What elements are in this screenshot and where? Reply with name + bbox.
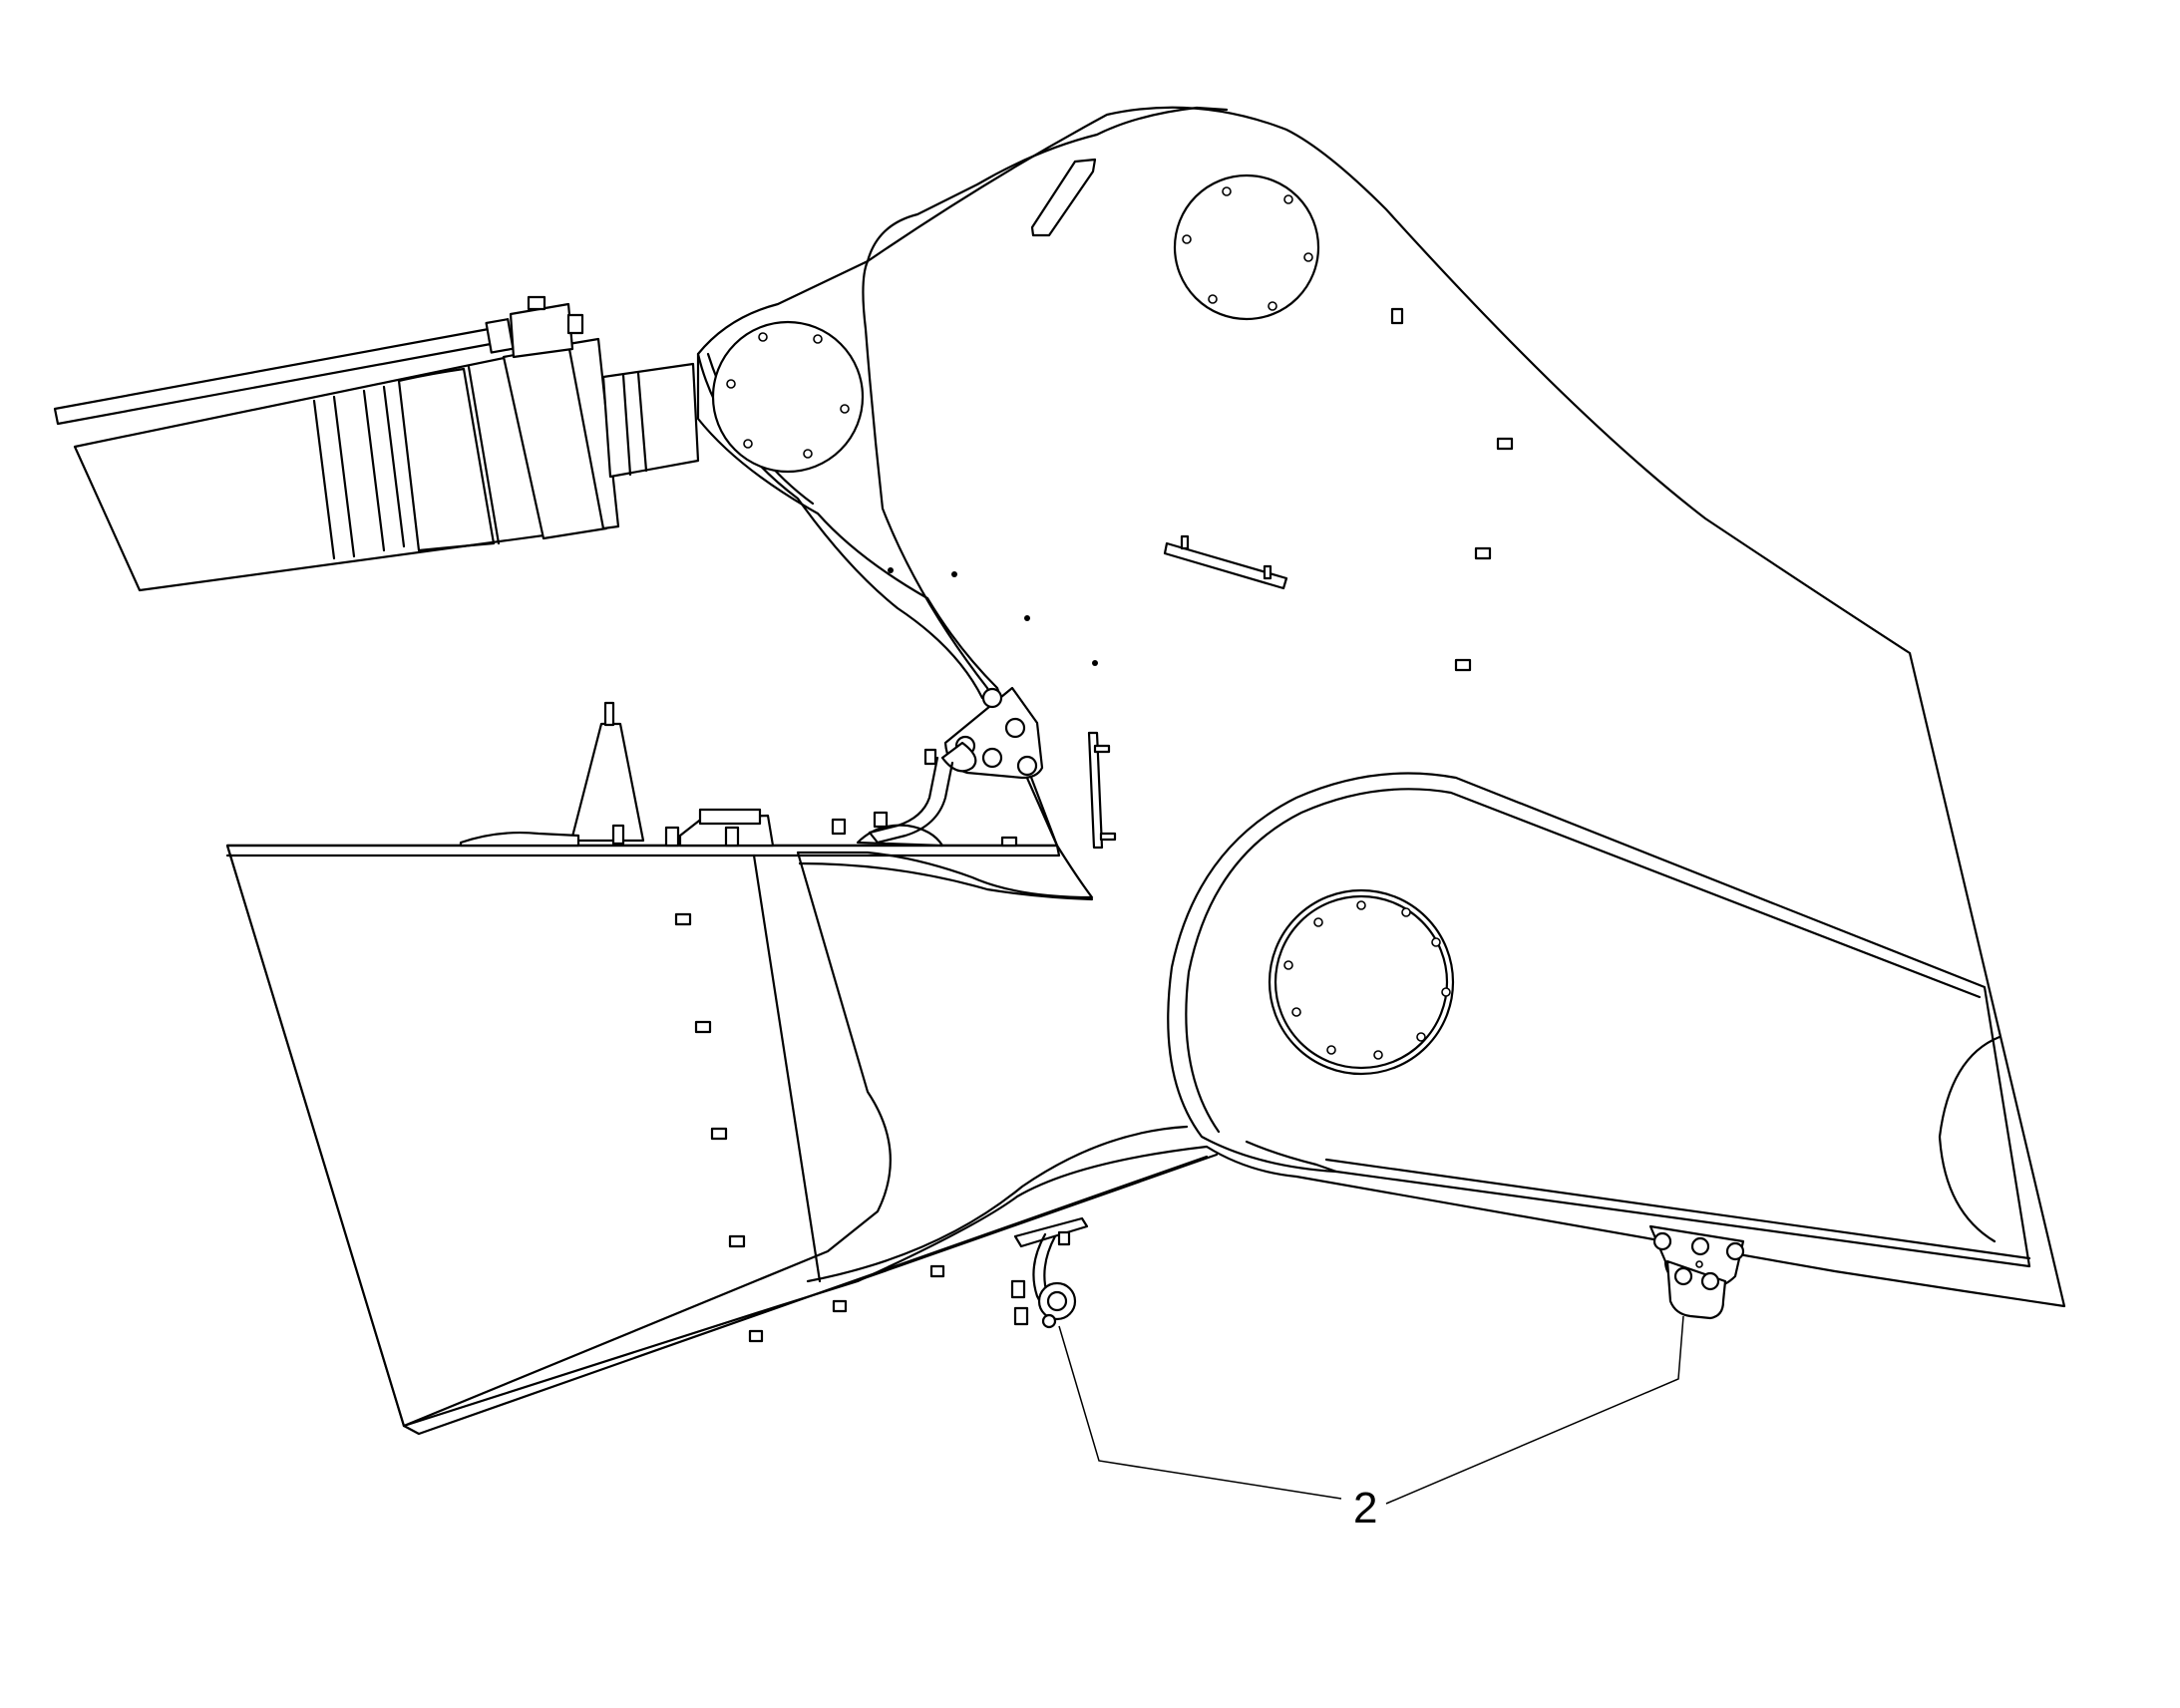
hydraulic-cylinder <box>53 295 700 592</box>
lower-frame <box>225 701 1219 1436</box>
frame-fasteners <box>674 912 945 1343</box>
cover-plate-lower <box>1268 888 1455 1076</box>
lower-pivot-housing <box>1167 772 2031 1268</box>
cover-plate-upper <box>1173 173 1320 321</box>
callout-label: 2 <box>1353 1484 1377 1533</box>
mounting-bracket-upper <box>868 686 1044 845</box>
mounting-bracket-lower-right <box>1648 1224 1745 1320</box>
mounting-bracket-lower-left <box>1010 1216 1089 1329</box>
callout-2: 2 <box>1058 1315 1684 1533</box>
pivot-pin-left <box>711 320 865 474</box>
